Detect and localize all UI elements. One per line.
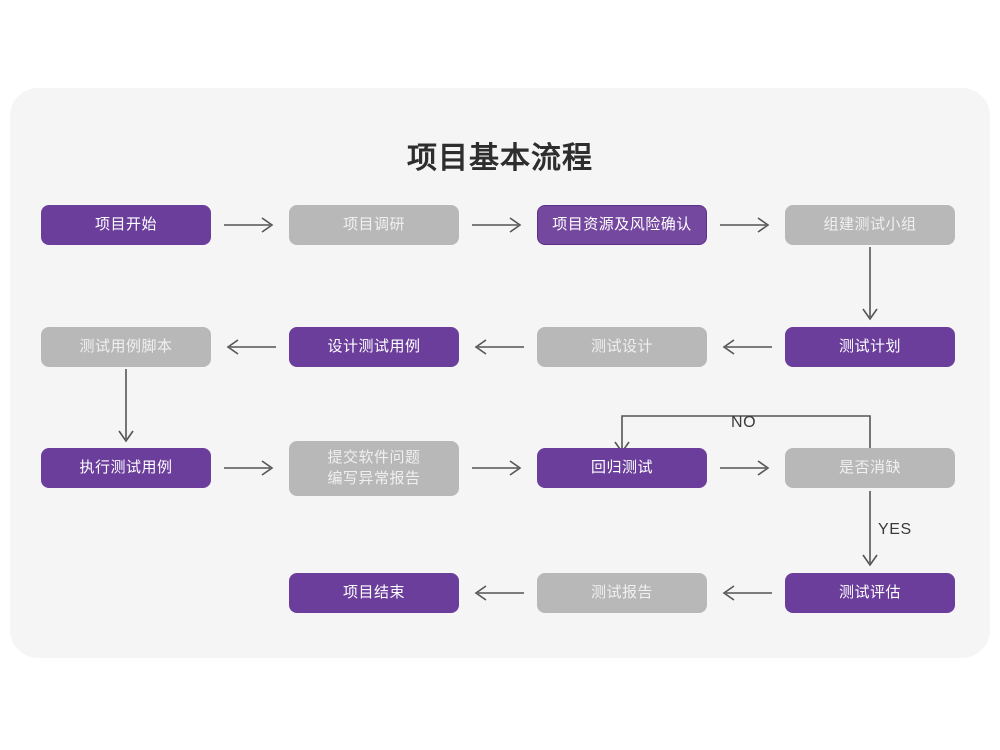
node-submit-issue-report[interactable]: 提交软件问题 编写异常报告 bbox=[289, 441, 459, 496]
arrow-n15-n14 bbox=[718, 583, 774, 603]
node-test-plan[interactable]: 测试计划 bbox=[785, 327, 955, 367]
node-project-start[interactable]: 项目开始 bbox=[41, 205, 211, 245]
node-project-end[interactable]: 项目结束 bbox=[289, 573, 459, 613]
arrow-n3-n4 bbox=[718, 215, 774, 235]
page-title: 项目基本流程 bbox=[407, 142, 593, 175]
arrow-n5-n9 bbox=[111, 369, 141, 449]
node-test-case-script[interactable]: 测试用例脚本 bbox=[41, 327, 211, 367]
node-test-evaluation[interactable]: 测试评估 bbox=[785, 573, 955, 613]
node-test-design[interactable]: 测试设计 bbox=[537, 327, 707, 367]
node-resource-risk-confirm[interactable]: 项目资源及风险确认 bbox=[537, 205, 707, 245]
arrow-n6-n5 bbox=[222, 337, 278, 357]
arrow-n8-n7 bbox=[718, 337, 774, 357]
node-defect-cleared[interactable]: 是否消缺 bbox=[785, 448, 955, 488]
arrow-n10-n11 bbox=[470, 458, 526, 478]
arrow-n1-n2 bbox=[222, 215, 278, 235]
arrow-n4-n8 bbox=[855, 247, 885, 327]
node-build-test-team[interactable]: 组建测试小组 bbox=[785, 205, 955, 245]
edge-label-no: NO bbox=[731, 414, 757, 431]
arrow-n14-n13 bbox=[470, 583, 526, 603]
arrow-n9-n10 bbox=[222, 458, 278, 478]
node-project-research[interactable]: 项目调研 bbox=[289, 205, 459, 245]
node-design-test-case[interactable]: 设计测试用例 bbox=[289, 327, 459, 367]
arrow-n2-n3 bbox=[470, 215, 526, 235]
arrow-n11-n12 bbox=[718, 458, 774, 478]
node-test-report[interactable]: 测试报告 bbox=[537, 573, 707, 613]
flowchart-panel bbox=[10, 88, 990, 658]
arrow-n7-n6 bbox=[470, 337, 526, 357]
arrow-yes-n12-n15 bbox=[855, 491, 885, 573]
node-regression-test[interactable]: 回归测试 bbox=[537, 448, 707, 488]
edge-label-yes: YES bbox=[878, 521, 912, 538]
node-execute-test-case[interactable]: 执行测试用例 bbox=[41, 448, 211, 488]
